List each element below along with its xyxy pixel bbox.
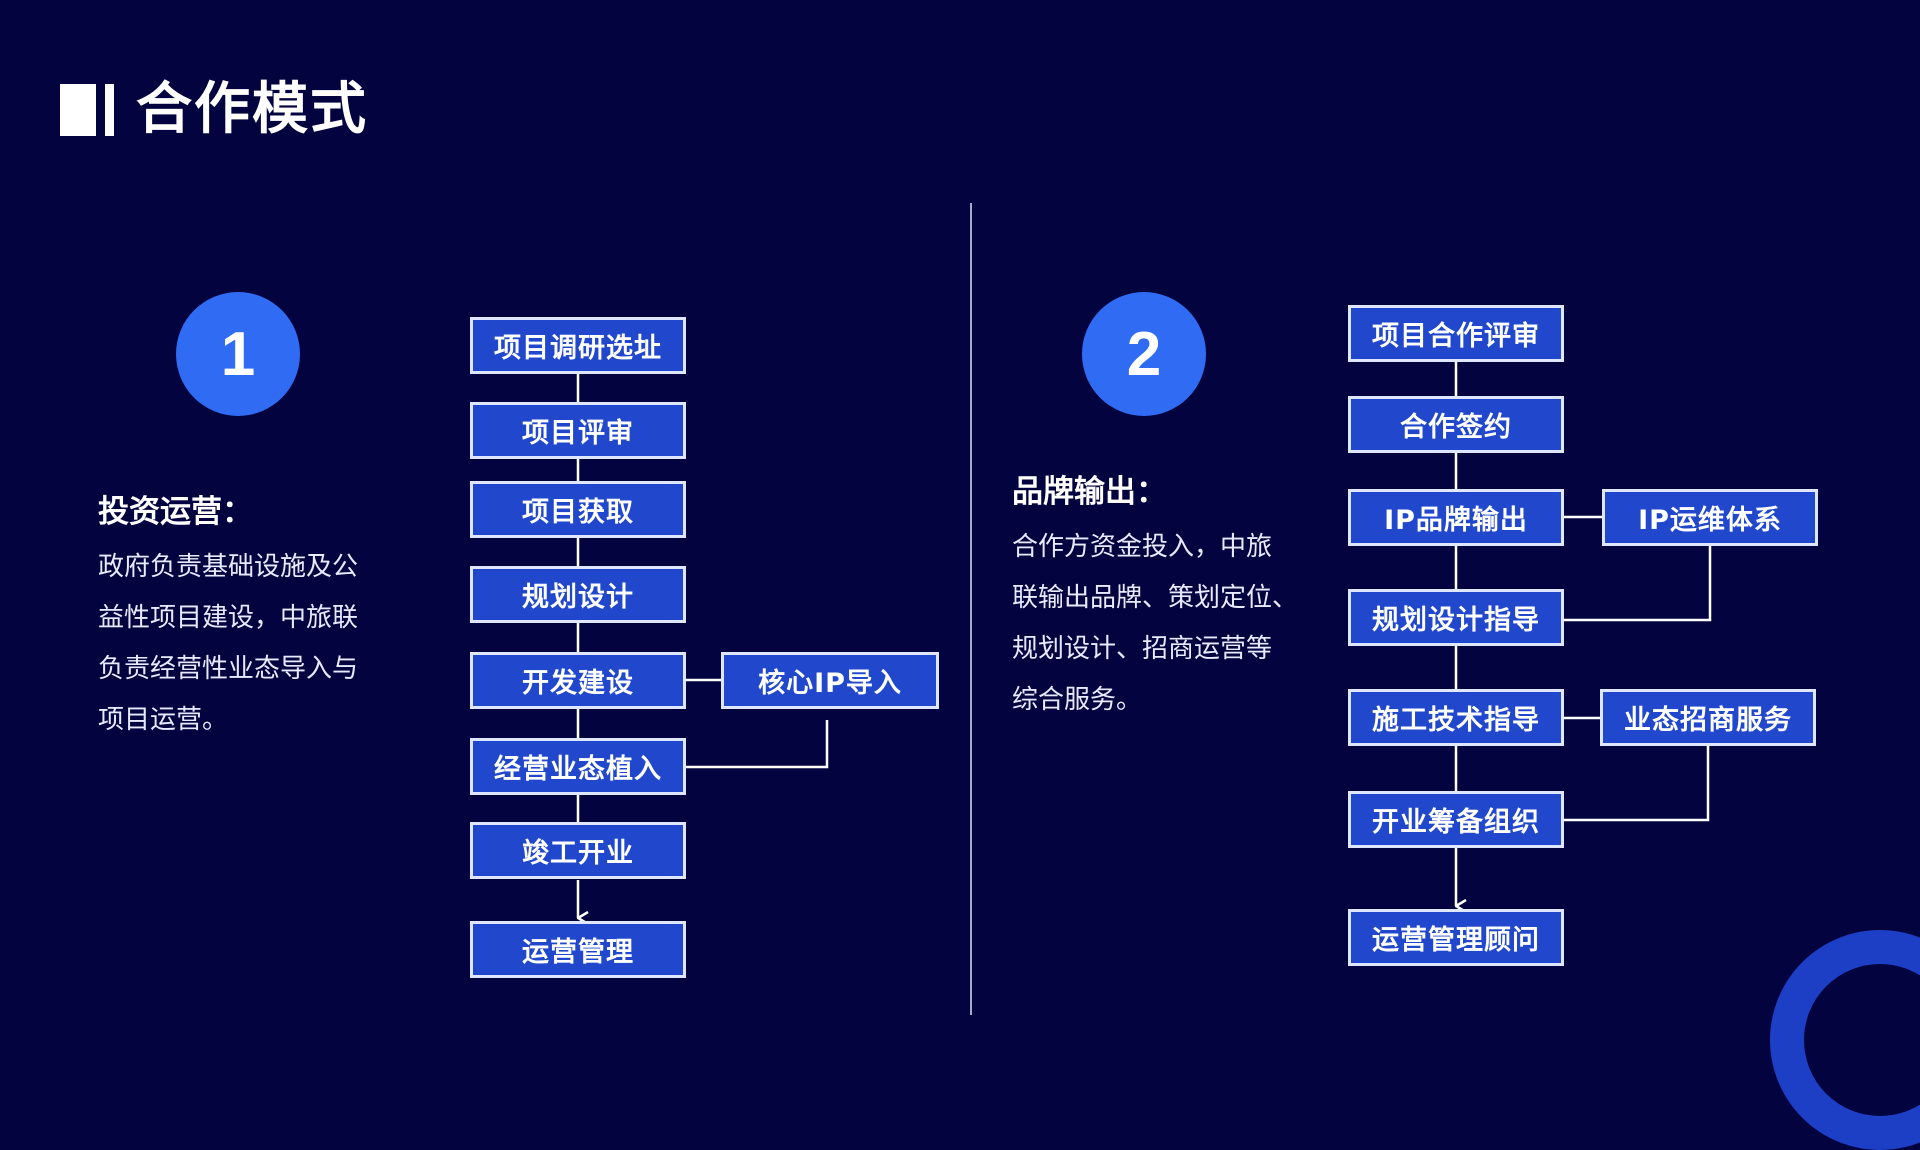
model-1-line: 负责经营性业态导入与 bbox=[98, 654, 359, 684]
section-divider bbox=[970, 203, 972, 1015]
model-1-number: 1 bbox=[176, 292, 300, 416]
model-2-line: 规划设计、招商运营等 bbox=[1012, 634, 1273, 664]
m2-step-box: 项目合作评审 bbox=[1348, 305, 1564, 362]
model-2-text: 合作方资金投入，中旅 联输出品牌、策划定位、 规划设计、招商运营等 综合服务。 bbox=[1012, 522, 1347, 726]
m1-branch-return bbox=[686, 720, 829, 769]
m1-step-box: 运营管理 bbox=[470, 921, 686, 978]
m1-step-box: 项目调研选址 bbox=[470, 317, 686, 374]
m1-side-box: 核心IP导入 bbox=[721, 652, 939, 709]
model-1-line: 益性项目建设，中旅联 bbox=[98, 603, 359, 633]
m2-side-box: 业态招商服务 bbox=[1600, 689, 1816, 746]
m1-step-box: 经营业态植入 bbox=[470, 738, 686, 795]
m2-step-box: IP品牌输出 bbox=[1348, 489, 1564, 546]
model-1-line: 政府负责基础设施及公 bbox=[98, 552, 359, 582]
model-2-line: 合作方资金投入，中旅 bbox=[1012, 532, 1273, 562]
m2-step-box: 施工技术指导 bbox=[1348, 689, 1564, 746]
model-2-line: 综合服务。 bbox=[1012, 685, 1143, 715]
model-2-number: 2 bbox=[1082, 292, 1206, 416]
model-2-heading: 品牌输出： bbox=[1012, 474, 1167, 510]
flow-connectors bbox=[576, 361, 1712, 1080]
m2-step-box: 运营管理顾问 bbox=[1348, 909, 1564, 966]
model-1-heading: 投资运营： bbox=[98, 494, 253, 530]
m1-step-box: 开发建设 bbox=[470, 652, 686, 709]
m2-step-box: 合作签约 bbox=[1348, 396, 1564, 453]
model-2-line: 联输出品牌、策划定位、 bbox=[1012, 583, 1299, 613]
m2-branch-return bbox=[1564, 545, 1712, 622]
model-1-description: 投资运营： 政府负责基础设施及公 益性项目建设，中旅联 负责经营性业态导入与 项… bbox=[98, 490, 418, 746]
m1-step-box: 项目评审 bbox=[470, 402, 686, 459]
page-title: 合作模式 bbox=[136, 77, 368, 142]
m1-step-box: 竣工开业 bbox=[470, 822, 686, 879]
m2-branch-return bbox=[1564, 746, 1710, 822]
m2-side-box: IP运维体系 bbox=[1602, 489, 1818, 546]
model-1-line: 项目运营。 bbox=[98, 705, 229, 735]
page-header: 合作模式 bbox=[60, 80, 368, 140]
m2-step-box: 开业筹备组织 bbox=[1348, 791, 1564, 848]
title-bar-icon bbox=[105, 84, 114, 136]
m1-step-box: 规划设计 bbox=[470, 566, 686, 623]
title-square-icon bbox=[60, 84, 96, 136]
model-2-description: 品牌输出： 合作方资金投入，中旅 联输出品牌、策划定位、 规划设计、招商运营等 … bbox=[1012, 470, 1347, 726]
model-1-text: 政府负责基础设施及公 益性项目建设，中旅联 负责经营性业态导入与 项目运营。 bbox=[98, 542, 418, 746]
m2-step-box: 规划设计指导 bbox=[1348, 589, 1564, 646]
m1-step-box: 项目获取 bbox=[470, 481, 686, 538]
